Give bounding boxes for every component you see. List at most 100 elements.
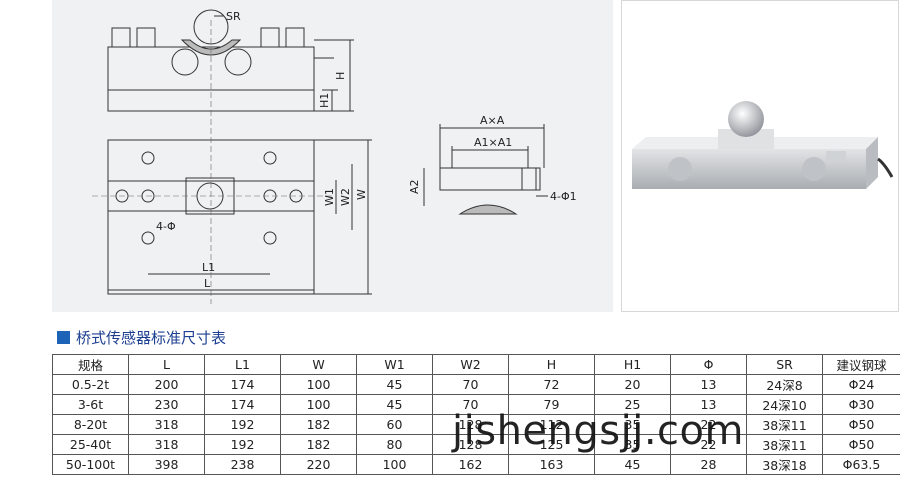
table-cell: 192 [204, 414, 281, 435]
table-row: 0.5-2t 200 174 100 45 70 72 20 13 24深8 Φ… [52, 374, 900, 395]
table-cell: 38深11 [746, 414, 823, 435]
table-cell: 20 [594, 374, 671, 395]
header-cell: 建议钢球 [822, 354, 900, 375]
header-cell: W [280, 354, 357, 375]
table-cell: 3-6t [52, 394, 129, 415]
table-cell: 0.5-2t [52, 374, 129, 395]
mount-hole [141, 231, 155, 245]
table-cell: 192 [204, 434, 281, 455]
header-cell: Φ [670, 354, 747, 375]
mount-hole [263, 231, 277, 245]
table-cell: Φ50 [822, 434, 900, 455]
end-view-top [439, 167, 541, 191]
table-cell: 50-100t [52, 454, 129, 475]
label-sr: SR [226, 10, 241, 23]
table-cell: 35 [594, 414, 671, 435]
label-axa: A×A [480, 114, 505, 127]
table-cell: 100 [356, 454, 433, 475]
table-cell: 24深8 [746, 374, 823, 395]
end-view-cup [458, 204, 518, 215]
label-h1: H1 [318, 93, 331, 108]
table-cell: 318 [128, 414, 205, 435]
roller [224, 48, 252, 76]
ball-cup [180, 39, 242, 56]
table-cell: 45 [594, 454, 671, 475]
header-cell: W2 [432, 354, 509, 375]
table-cell: 238 [204, 454, 281, 475]
table-cell: 25-40t [52, 434, 129, 455]
table-cell: Φ24 [822, 374, 900, 395]
table-cell: 182 [280, 414, 357, 435]
table-row: 8-20t 318 192 182 60 128 112 35 22 38深11… [52, 414, 900, 435]
label-w: W [355, 189, 368, 200]
table-cell: Φ63.5 [822, 454, 900, 475]
table-cell: 174 [204, 374, 281, 395]
table-cell: 22 [670, 434, 747, 455]
end-view-hole [521, 167, 537, 191]
table-cell: 24深10 [746, 394, 823, 415]
label-w2: W2 [339, 188, 352, 206]
table-cell: 60 [356, 414, 433, 435]
table-cell: 25 [594, 394, 671, 415]
header-cell: L [128, 354, 205, 375]
table-cell: 162 [432, 454, 509, 475]
table-cell: 13 [670, 374, 747, 395]
label-a2: A2 [408, 179, 421, 194]
table-cell: 38深18 [746, 454, 823, 475]
roller [171, 48, 199, 76]
product-photo [621, 0, 899, 312]
table-cell: 174 [204, 394, 281, 415]
bolt-head [136, 27, 156, 48]
table-cell: 163 [508, 454, 595, 475]
label-a1xa1: A1×A1 [474, 136, 512, 149]
header-cell: H [508, 354, 595, 375]
header-cell: L1 [204, 354, 281, 375]
label-4-phi1: 4-Φ1 [550, 190, 577, 203]
table-cell: Φ30 [822, 394, 900, 415]
table-cell: Φ50 [822, 414, 900, 435]
table-cell: 80 [356, 434, 433, 455]
table-cell: 72 [508, 374, 595, 395]
mount-hole [263, 151, 277, 165]
table-cell: 220 [280, 454, 357, 475]
table-cell: 22 [670, 414, 747, 435]
header-cell: W1 [356, 354, 433, 375]
table-cell: 45 [356, 374, 433, 395]
bolt-head [285, 27, 305, 48]
technical-drawing: SR H H1 A×A A1×A1 A2 4-Φ1 4-Φ W1 W2 W L1… [52, 0, 613, 312]
table-cell: 200 [128, 374, 205, 395]
table-cell: 100 [280, 374, 357, 395]
table-cell: 79 [508, 394, 595, 415]
table-cell: 182 [280, 434, 357, 455]
table-header-row: 规格 L L1 W W1 W2 H H1 Φ SR 建议钢球 [52, 354, 900, 375]
title-square-icon [57, 330, 70, 344]
header-cell: 规格 [52, 354, 129, 375]
table-row: 50-100t 398 238 220 100 162 163 45 28 38… [52, 454, 900, 475]
label-l: L [204, 277, 211, 290]
table-cell: 45 [356, 394, 433, 415]
table-cell: 70 [432, 374, 509, 395]
table-cell: 35 [594, 434, 671, 455]
table-cell: 28 [670, 454, 747, 475]
table-cell: 318 [128, 434, 205, 455]
spec-table: 规格 L L1 W W1 W2 H H1 Φ SR 建议钢球 0.5-2t 20… [52, 354, 900, 475]
table-row: 3-6t 230 174 100 45 70 79 25 13 24深10 Φ3… [52, 394, 900, 415]
mount-hole [141, 151, 155, 165]
header-cell: SR [746, 354, 823, 375]
drawing-canvas: SR H H1 A×A A1×A1 A2 4-Φ1 4-Φ W1 W2 W L1… [92, 9, 577, 304]
table-cell: 8-20t [52, 414, 129, 435]
label-h: H [334, 72, 347, 80]
table-cell: 38深11 [746, 434, 823, 455]
table-cell: 112 [508, 414, 595, 435]
table-cell: 125 [508, 434, 595, 455]
label-l1: L1 [202, 261, 215, 274]
bridge-load-cell-photo [632, 101, 894, 189]
table-cell: 398 [128, 454, 205, 475]
bolt-head [260, 27, 280, 48]
section-title: 桥式传感器标准尺寸表 [57, 327, 226, 347]
table-cell: 128 [432, 414, 509, 435]
table-cell: 128 [432, 434, 509, 455]
label-4-phi: 4-Φ [156, 220, 176, 233]
table-cell: 100 [280, 394, 357, 415]
header-cell: H1 [594, 354, 671, 375]
